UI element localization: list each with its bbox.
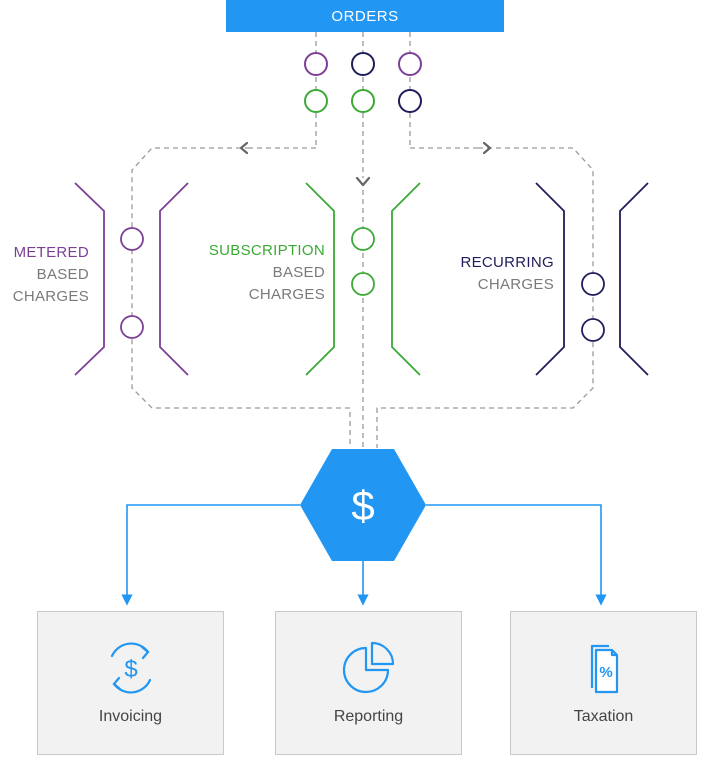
metered-label: METERED BASED CHARGES (0, 242, 89, 308)
svg-text:$: $ (124, 656, 137, 683)
order-circle-subscription-2 (351, 89, 375, 113)
tax-document-icon: % (590, 644, 619, 694)
output-arrows (121, 504, 607, 606)
recurring-title: RECURRING (460, 254, 554, 271)
order-circle-metered (304, 52, 328, 76)
subscription-brackets (305, 182, 421, 376)
recurring-circle-2 (581, 318, 605, 342)
subscription-line2: BASED (272, 264, 325, 281)
subscription-label: SUBSCRIPTION BASED CHARGES (180, 240, 325, 306)
recurring-circle-1 (581, 272, 605, 296)
order-circle-metered-2 (398, 52, 422, 76)
metered-line3: CHARGES (12, 288, 89, 305)
order-circles (304, 52, 422, 113)
pie-chart-icon (342, 641, 395, 694)
subscription-line3: CHARGES (248, 286, 325, 303)
taxation-card[interactable]: % Taxation (510, 611, 697, 755)
invoicing-card[interactable]: $ Invoicing (37, 611, 224, 755)
recurring-line2: CHARGES (477, 276, 554, 293)
metered-brackets (74, 182, 189, 376)
subscription-title: SUBSCRIPTION (208, 242, 325, 259)
invoice-cycle-icon: $ (110, 642, 152, 694)
direction-chevrons (239, 141, 492, 187)
recurring-brackets (535, 182, 649, 376)
recurring-label: RECURRING CHARGES (440, 252, 554, 296)
reporting-label: Reporting (333, 708, 404, 725)
order-circle-recurring (351, 52, 375, 76)
reporting-card[interactable]: Reporting (275, 611, 462, 755)
invoicing-label: Invoicing (98, 708, 163, 725)
order-circle-subscription (304, 89, 328, 113)
billing-hub: $ (300, 449, 426, 561)
dollar-symbol: $ (351, 482, 374, 529)
metered-line2: BASED (36, 266, 89, 283)
subscription-circle-1 (351, 227, 375, 251)
orders-header: ORDERS (226, 0, 504, 32)
order-circle-recurring-2 (398, 89, 422, 113)
subscription-circle-2 (351, 272, 375, 296)
taxation-label: Taxation (573, 708, 634, 725)
orders-label: ORDERS (331, 7, 399, 25)
metered-circle-1 (120, 227, 144, 251)
svg-text:%: % (599, 664, 612, 681)
metered-title: METERED (13, 244, 89, 261)
metered-circle-2 (120, 315, 144, 339)
